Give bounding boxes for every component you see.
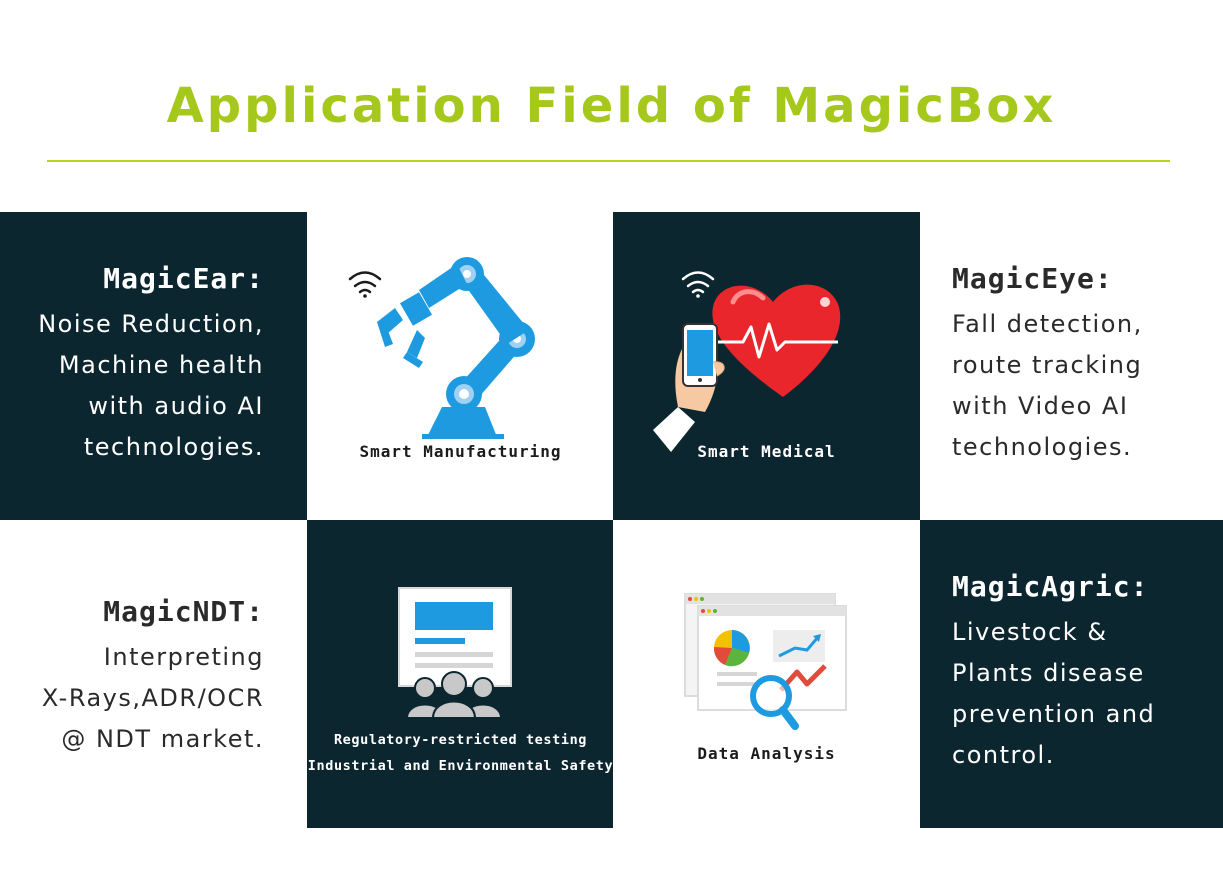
magicagric-text: MagicAgric: Livestock & Plants disease p…	[952, 570, 1214, 776]
magicear-line: with audio AI	[88, 392, 264, 420]
magicndt-text: MagicNDT: Interpreting X-Rays,ADR/OCR @ …	[2, 595, 264, 760]
magiceye-line: with Video AI	[952, 392, 1129, 420]
magicagric-line: Plants disease	[952, 659, 1145, 687]
magicear-panel: MagicEar: Noise Reduction, Machine healt…	[0, 212, 307, 520]
magicndt-line: @ NDT market.	[61, 725, 264, 753]
magicagric-heading: MagicAgric:	[952, 570, 1149, 603]
smart-manufacturing-caption: Smart Manufacturing	[359, 442, 562, 461]
magicndt-panel: MagicNDT: Interpreting X-Rays,ADR/OCR @ …	[0, 520, 307, 828]
regulatory-testing-panel: Regulatory-restricted testing Industrial…	[307, 520, 614, 828]
magicear-line: Machine health	[58, 351, 264, 379]
magicndt-heading: MagicNDT:	[103, 595, 264, 628]
data-analysis-caption: Data Analysis	[697, 744, 836, 763]
magicndt-line: X-Rays,ADR/OCR	[41, 684, 264, 712]
magicagric-panel: MagicAgric: Livestock & Plants disease p…	[920, 520, 1223, 828]
magiceye-line: route tracking	[952, 351, 1143, 379]
magicagric-line: prevention and	[952, 700, 1156, 728]
magicndt-line: Interpreting	[103, 643, 264, 671]
wifi-icon	[681, 271, 715, 298]
magicagric-line: Livestock &	[952, 618, 1108, 646]
smart-medical-panel: Smart Medical	[613, 212, 920, 520]
magiceye-heading: MagicEye:	[952, 262, 1113, 295]
data-dashboard-icon	[684, 593, 847, 730]
magicear-heading: MagicEar:	[103, 262, 264, 295]
magiceye-text: MagicEye: Fall detection, route tracking…	[952, 262, 1214, 468]
testing-caption-line1: Regulatory-restricted testing	[333, 732, 588, 748]
data-analysis-panel: Data Analysis	[613, 520, 920, 828]
magicagric-line: control.	[952, 741, 1055, 769]
wifi-icon	[348, 271, 382, 298]
magiceye-line: Fall detection,	[952, 310, 1143, 338]
page-title: Application Field of MagicBox	[166, 78, 1057, 134]
magiceye-panel: MagicEye: Fall detection, route tracking…	[920, 212, 1223, 520]
monitor-audience-icon	[398, 587, 512, 719]
magicear-line: Noise Reduction,	[38, 310, 264, 338]
robot-arm-icon	[348, 257, 535, 439]
magiceye-line: technologies.	[952, 433, 1133, 461]
smart-manufacturing-panel: Smart Manufacturing	[307, 212, 614, 520]
title-divider	[47, 160, 1170, 162]
smart-medical-caption: Smart Medical	[697, 442, 836, 461]
magicear-text: MagicEar: Noise Reduction, Machine healt…	[2, 262, 264, 468]
magicear-line: technologies.	[83, 433, 264, 461]
phone-heart-icon	[653, 271, 841, 452]
testing-caption-line2: Industrial and Environmental Safety	[307, 758, 614, 774]
